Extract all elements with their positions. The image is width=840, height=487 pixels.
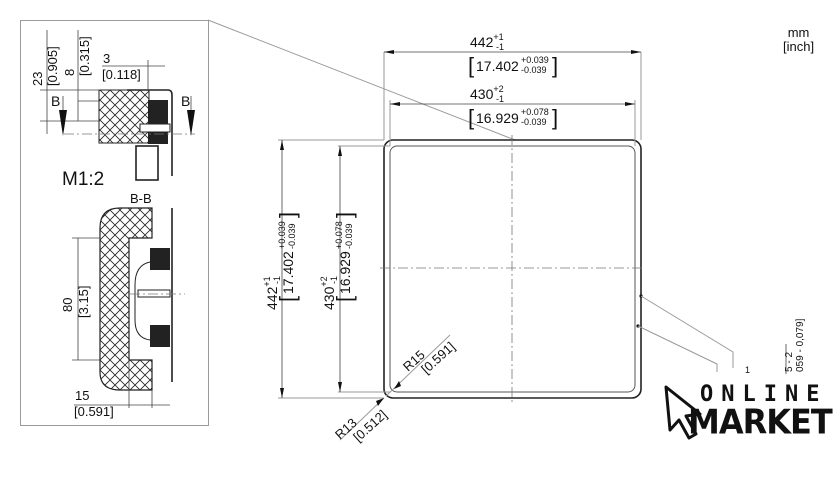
inch-minus: -0.039	[521, 117, 547, 127]
svg-text:[: [	[468, 53, 474, 78]
svg-text:]: ]	[552, 105, 558, 130]
dim-23-inch: [0.905]	[45, 46, 60, 86]
online-market-logo: ONLINE MARKET	[662, 382, 833, 442]
scale-label: M1:2	[62, 169, 104, 190]
radius-outer-label: R13 [0.512]	[332, 407, 390, 445]
dim-height-inner: 430+2 -1 [ 16.929 +0.078 -0.039 ]	[319, 212, 357, 310]
units-primary: mm	[787, 25, 810, 40]
inch-plus: +0.078	[334, 221, 344, 249]
inch-minus: -0.039	[521, 65, 547, 75]
nominal: 442	[264, 286, 280, 310]
svg-text:]: ]	[552, 53, 558, 78]
inch-minus: -0.039	[344, 223, 354, 249]
tol-plus: +2	[493, 84, 503, 94]
dim-3-inch: [0.118]	[102, 67, 141, 82]
svg-text:[: [	[468, 105, 474, 130]
dim-15: 15	[75, 388, 89, 403]
inch: 17.402	[476, 58, 519, 74]
units-secondary: [inch]	[783, 39, 815, 54]
dim-width-inner: 430+2 -1 [ 16.929 +0.078 -0.039 ]	[468, 84, 558, 130]
tol-plus: +1	[493, 32, 503, 42]
tol-plus: +1	[262, 276, 272, 286]
callout-range-inch: 059 - 0,079]	[795, 318, 806, 372]
main-view	[278, 50, 787, 441]
dim-23: 23	[30, 72, 45, 86]
section-marker-left: B	[51, 93, 60, 109]
dim-width-outer: 442+1 -1 [ 17.402 +0.039 -0.039 ]	[468, 32, 558, 78]
dim-15-inch: [0.591]	[74, 404, 114, 419]
section-marker-right: B	[181, 93, 190, 109]
svg-text:430+2: 430+2	[470, 84, 504, 102]
nominal: 430	[470, 86, 494, 102]
detail-frame	[20, 20, 209, 426]
svg-text:]: ]	[332, 212, 357, 218]
svg-text:442+1: 442+1	[470, 32, 504, 50]
inch: 16.929	[337, 251, 353, 294]
inch-plus: +0.039	[277, 221, 287, 249]
tol-minus: -1	[496, 42, 504, 52]
outer-frame	[383, 139, 642, 399]
svg-text:]: ]	[275, 212, 300, 218]
detail-section-bb	[72, 207, 185, 408]
dim-height-outer: 442+1 -1 [ 17.402 +0.039 -0.039 ]	[262, 212, 300, 310]
inner-frame	[389, 145, 636, 393]
dim-80: 80	[60, 298, 75, 312]
inch-minus: -0.039	[287, 223, 297, 249]
detail-section-top	[40, 30, 195, 181]
dim-8-inch: [0.315]	[77, 36, 92, 76]
radius-inner-label: R15 [0.591]	[400, 339, 458, 377]
svg-text:[: [	[332, 296, 357, 302]
nominal: 442	[470, 34, 494, 50]
inch: 17.402	[280, 251, 296, 294]
callout-number: 1	[745, 365, 750, 375]
callout-range-mm: 5 - 2	[784, 352, 795, 372]
units-label: mm [inch]	[783, 26, 814, 54]
logo-line1: ONLINE	[700, 382, 828, 407]
tol-minus: -1	[329, 276, 339, 284]
dim-80-inch: [3.15]	[76, 285, 91, 318]
tol-minus: -1	[272, 276, 282, 284]
inch-plus: +0.078	[521, 107, 549, 117]
cursor-icon	[664, 385, 702, 440]
inch-plus: +0.039	[521, 55, 549, 65]
tol-plus: +2	[319, 276, 329, 286]
dim-3: 3	[103, 51, 110, 66]
leader-line-top	[207, 19, 516, 141]
svg-text:[: [	[275, 296, 300, 302]
svg-text:430+2: 430+2	[319, 276, 337, 310]
tol-minus: -1	[496, 94, 504, 104]
section-label: B-B	[130, 191, 152, 206]
svg-text:442+1: 442+1	[262, 276, 280, 310]
logo-line2: MARKET	[688, 402, 833, 442]
nominal: 430	[321, 286, 337, 310]
inch: 16.929	[476, 110, 519, 126]
dim-8: 8	[62, 69, 77, 76]
